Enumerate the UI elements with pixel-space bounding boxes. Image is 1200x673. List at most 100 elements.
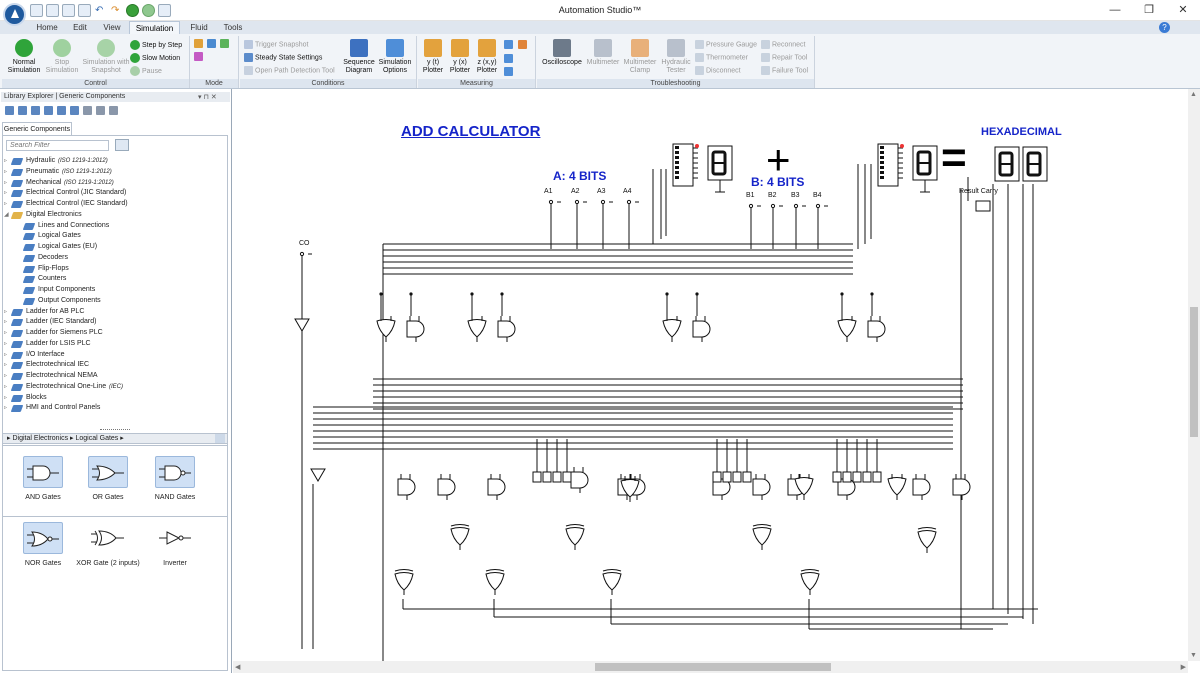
mode-icon-2[interactable] [207, 39, 216, 48]
tab-simulation[interactable]: Simulation [129, 21, 180, 34]
open-path-button[interactable]: Open Path Detection Tool [244, 66, 335, 75]
inverter-item[interactable]: Inverter [143, 522, 207, 568]
expand-icon[interactable]: ▹ [4, 394, 8, 401]
vertical-scroll-thumb[interactable] [1190, 307, 1198, 437]
disconnect-button[interactable]: Disconnect [695, 66, 741, 75]
tree-item[interactable]: ▹I/O Interface [4, 350, 226, 361]
vertical-scrollbar[interactable]: ▲ ▼ [1188, 89, 1200, 661]
panel-controls[interactable]: ▾ ⊓ ✕ [198, 94, 217, 101]
play-icon[interactable] [126, 4, 139, 17]
or-gate-item[interactable]: OR Gates [76, 456, 140, 502]
tree-item[interactable]: Logical Gates (EU) [4, 242, 226, 253]
search-filter-input[interactable] [6, 140, 109, 151]
tree-item[interactable]: ▹Electrical Control (JIC Standard) [4, 188, 226, 199]
close-button[interactable]: ✕ [1178, 4, 1188, 16]
panel-splitter[interactable] [100, 429, 130, 431]
scroll-up-icon[interactable]: ▲ [1190, 91, 1197, 98]
tab-fluid[interactable]: Fluid [190, 23, 208, 32]
restore-button[interactable]: ❐ [1144, 4, 1154, 16]
breadcrumb-text[interactable]: ▸ Digital Electronics ▸ Logical Gates ▸ [7, 435, 124, 442]
app-logo-icon[interactable] [3, 3, 26, 26]
sequence-diagram-button[interactable]: Sequence Diagram [343, 39, 375, 75]
expand-icon[interactable]: ▹ [4, 351, 8, 358]
normal-simulation-button[interactable]: Normal Simulation [5, 39, 43, 75]
library-icon[interactable] [70, 106, 79, 115]
mode-icon-4[interactable] [194, 52, 203, 61]
yx-plotter-button[interactable]: y (x) Plotter [448, 39, 472, 75]
simulation-options-button[interactable]: Simulation Options [377, 39, 413, 75]
yt-plotter-button[interactable]: y (t) Plotter [421, 39, 445, 75]
tree-item[interactable]: ▹Mechanical(ISO 1219-1:2012) [4, 178, 226, 189]
probe-icon[interactable] [518, 40, 527, 49]
expand-icon[interactable]: ▹ [4, 168, 8, 175]
multimeter-button[interactable]: Multimeter [584, 39, 622, 67]
library-icon[interactable] [83, 106, 92, 115]
tree-item[interactable]: ▹Ladder for LSIS PLC [4, 339, 226, 350]
library-icon[interactable] [31, 106, 40, 115]
tab-home[interactable]: Home [36, 23, 58, 32]
tree-item[interactable]: Logical Gates [4, 231, 226, 242]
zxy-plotter-button[interactable]: z (x,y) Plotter [474, 39, 500, 75]
camera-icon[interactable] [158, 4, 171, 17]
oscilloscope-button[interactable]: Oscilloscope [540, 39, 584, 67]
tree-item[interactable]: ▹Electrotechnical IEC [4, 360, 226, 371]
tree-item[interactable]: Decoders [4, 253, 226, 264]
tab-view[interactable]: View [103, 23, 121, 32]
scroll-down-icon[interactable]: ▼ [1190, 652, 1197, 659]
expand-icon[interactable]: ▹ [4, 319, 8, 326]
save-all-icon[interactable] [78, 4, 91, 17]
stop-simulation-button[interactable]: Stop Simulation [44, 39, 80, 75]
tree-item[interactable]: ▹Electrical Control (IEC Standard) [4, 199, 226, 210]
and-gate-item[interactable]: AND Gates [11, 456, 75, 502]
reconnect-button[interactable]: Reconnect [761, 40, 805, 49]
expand-icon[interactable]: ▹ [4, 373, 8, 379]
tab-tools[interactable]: Tools [223, 23, 243, 32]
mode-icon-1[interactable] [194, 39, 203, 48]
expand-icon[interactable]: ▹ [4, 190, 8, 197]
failure-tool-button[interactable]: Failure Tool [761, 66, 808, 75]
xor-gate-item[interactable]: XOR Gate (2 inputs) [76, 522, 140, 568]
pause-button[interactable]: Pause [130, 66, 162, 76]
horizontal-scroll-thumb[interactable] [595, 663, 831, 671]
tree-item[interactable]: ▹Ladder for AB PLC [4, 307, 226, 318]
new-icon[interactable] [30, 4, 43, 17]
probe-icon[interactable] [504, 54, 513, 63]
lock-icon[interactable] [109, 106, 118, 115]
tree-item[interactable]: ▹Electrotechnical One-Line(IEC) [4, 382, 226, 393]
expand-icon[interactable]: ▹ [4, 383, 8, 390]
tree-item[interactable]: ◢Digital Electronics [4, 210, 226, 221]
nor-gate-item[interactable]: NOR Gates [11, 522, 75, 568]
search-icon[interactable] [215, 434, 225, 443]
steady-state-button[interactable]: Steady State Settings [244, 53, 322, 62]
diagram-canvas[interactable]: ADD CALCULATOR A: 4 BITS B: 4 BITS HEXAD… [233, 89, 1188, 661]
open-icon[interactable] [46, 4, 59, 17]
expand-icon[interactable]: ▹ [4, 405, 8, 412]
expand-icon[interactable]: ▹ [4, 330, 8, 336]
tree-item[interactable]: ▹Pneumatic(ISO 1219-1:2012) [4, 167, 226, 178]
redo-icon[interactable]: ↷ [110, 4, 123, 17]
tab-edit[interactable]: Edit [73, 23, 87, 32]
tree-item[interactable]: Flip-Flops [4, 264, 226, 275]
library-icon[interactable] [96, 106, 105, 115]
undo-icon[interactable]: ↶ [94, 4, 107, 17]
library-icon[interactable] [57, 106, 66, 115]
expand-icon[interactable]: ▹ [4, 340, 8, 347]
tree-item[interactable]: Counters [4, 274, 226, 285]
hydraulic-tester-button[interactable]: Hydraulic Tester [659, 39, 693, 75]
minimize-button[interactable]: — [1109, 4, 1121, 16]
tree-item[interactable]: Input Components [4, 285, 226, 296]
expand-icon[interactable]: ▹ [4, 308, 8, 315]
thermometer-button[interactable]: Thermometer [695, 53, 748, 62]
expand-icon[interactable]: ▹ [4, 179, 8, 186]
filter-options-icon[interactable] [115, 139, 129, 151]
trigger-snapshot-button[interactable]: Trigger Snapshot [244, 40, 308, 49]
horizontal-scrollbar[interactable]: ◀ ▶ [233, 661, 1188, 673]
step-by-step-button[interactable]: Step by Step [130, 40, 182, 50]
multimeter-clamp-button[interactable]: Multimeter Clamp [621, 39, 659, 75]
simulation-snapshot-button[interactable]: Simulation with Snapshot [80, 39, 132, 75]
mode-icon-3[interactable] [220, 39, 229, 48]
tab-generic-components[interactable]: Generic Components [2, 122, 72, 136]
scroll-right-icon[interactable]: ▶ [1180, 664, 1186, 671]
pressure-gauge-button[interactable]: Pressure Gauge [695, 40, 757, 49]
expand-icon[interactable]: ▹ [4, 158, 8, 164]
